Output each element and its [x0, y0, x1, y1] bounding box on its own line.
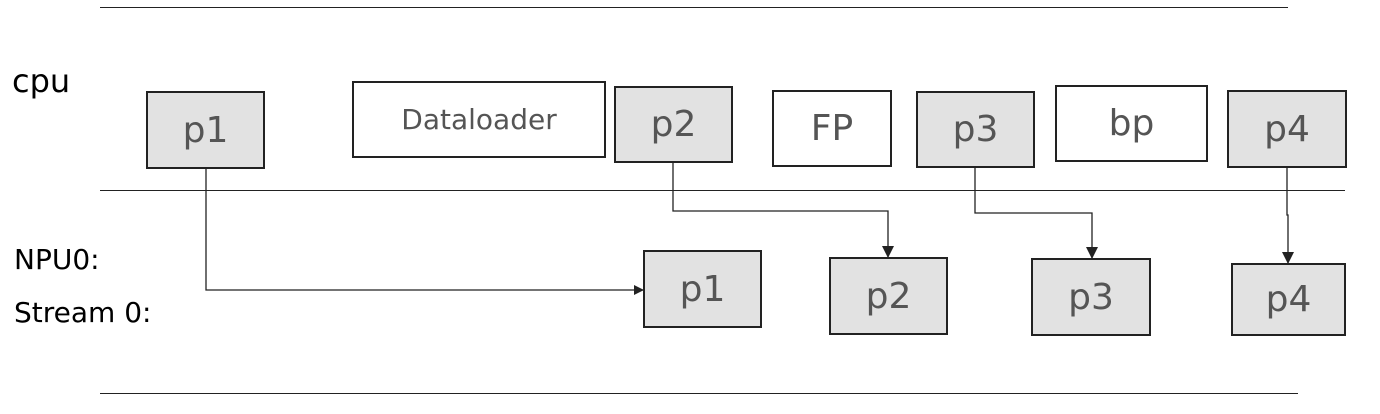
- npu-p4-box: p4: [1231, 263, 1346, 336]
- npu-p2-label: p2: [865, 275, 912, 317]
- cpu-lane-label: cpu: [12, 62, 71, 100]
- cpu-p2-label: p2: [650, 104, 697, 145]
- p1-transfer-arrow: [205, 169, 644, 295]
- npu-lane-label: NPU0:: [14, 243, 100, 276]
- cpu-p3-box: p3: [916, 91, 1035, 168]
- p4-transfer-arrow: [1282, 168, 1294, 264]
- bp-label: bp: [1108, 103, 1155, 144]
- npu-p1-box: p1: [643, 250, 762, 328]
- stream-lane-label: Stream 0:: [14, 296, 152, 329]
- npu-p1-label: p1: [679, 268, 726, 310]
- cpu-p1-box: p1: [146, 91, 265, 169]
- cpu-p4-box: p4: [1227, 90, 1347, 168]
- dataloader-label: Dataloader: [401, 103, 557, 136]
- dataloader-box: Dataloader: [352, 81, 606, 158]
- npu-p3-label: p3: [1068, 276, 1114, 318]
- cpu-p4-label: p4: [1264, 108, 1310, 150]
- cpu-p1-label: p1: [182, 109, 229, 151]
- cpu-p3-label: p3: [952, 109, 999, 150]
- npu-p3-box: p3: [1031, 258, 1151, 336]
- bp-box: bp: [1055, 85, 1208, 162]
- cpu-p2-box: p2: [614, 86, 733, 163]
- top-divider: [100, 7, 1288, 8]
- npu-p4-label: p4: [1265, 279, 1312, 320]
- lane-divider: [100, 190, 1345, 191]
- bottom-divider: [100, 393, 1298, 394]
- p3-transfer-arrow: [974, 168, 1098, 259]
- fp-label: FP: [810, 108, 854, 149]
- p2-transfer-arrow: [672, 163, 894, 258]
- fp-box: FP: [772, 90, 892, 167]
- npu-p2-box: p2: [829, 257, 948, 335]
